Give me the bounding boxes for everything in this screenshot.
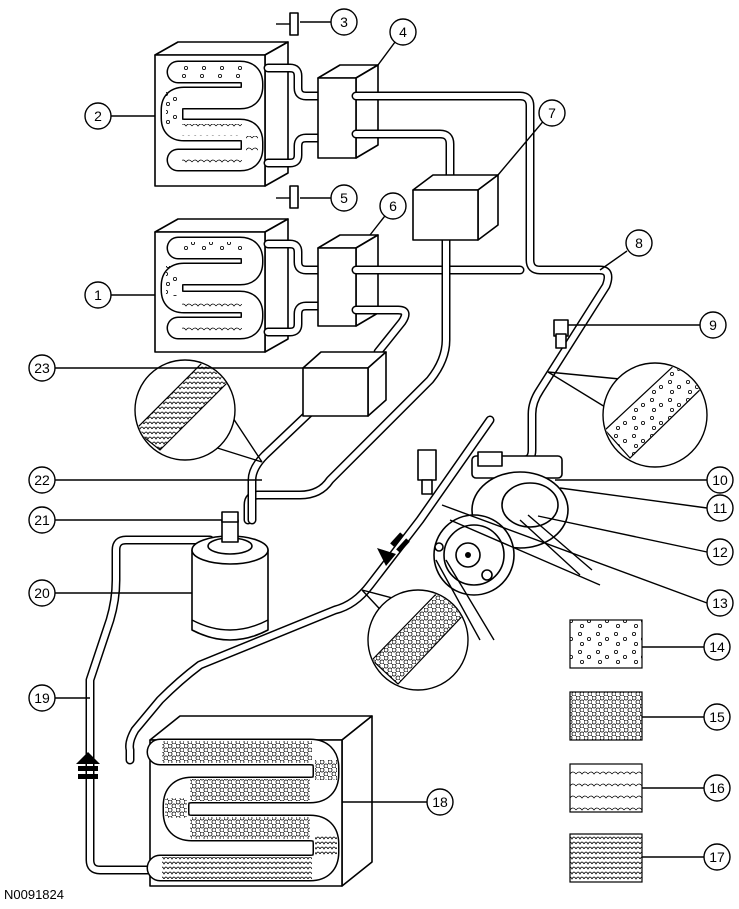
callout-5: 5 [330, 184, 358, 212]
evaporator-lower [154, 218, 289, 353]
legend-17 [569, 833, 643, 883]
flow-arrow-liquid [76, 752, 100, 779]
callout-12: 12 [706, 538, 734, 566]
block-23 [302, 351, 387, 417]
sensor-3 [276, 12, 299, 36]
callout-13: 13 [706, 589, 734, 617]
callout-2: 2 [84, 102, 112, 130]
legend-16 [569, 763, 643, 813]
svg-text:16: 16 [709, 780, 725, 796]
svg-text:17: 17 [709, 849, 725, 865]
magnifier-22 [134, 359, 263, 463]
svg-text:22: 22 [34, 472, 50, 488]
callout-7: 7 [538, 99, 566, 127]
svg-text:10: 10 [712, 472, 728, 488]
accumulator-20 [191, 511, 269, 641]
svg-text:15: 15 [709, 709, 725, 725]
block-4 [317, 64, 379, 159]
callout-17: 17 [703, 843, 731, 871]
svg-text:4: 4 [399, 24, 407, 40]
svg-text:23: 23 [34, 360, 50, 376]
callout-22: 22 [28, 466, 56, 494]
svg-text:20: 20 [34, 585, 50, 601]
magnifier-9 [547, 362, 708, 468]
svg-text:12: 12 [712, 544, 728, 560]
callout-23: 23 [28, 354, 56, 382]
callout-21: 21 [28, 506, 56, 534]
callout-3: 3 [330, 8, 358, 36]
leader-lines [55, 21, 708, 858]
svg-text:9: 9 [709, 317, 717, 333]
svg-text:11: 11 [713, 500, 728, 516]
legend-14 [569, 619, 643, 669]
svg-text:6: 6 [389, 198, 397, 214]
callout-16: 16 [703, 774, 731, 802]
callout-15: 15 [703, 703, 731, 731]
svg-text:18: 18 [432, 794, 448, 810]
callout-19: 19 [28, 684, 56, 712]
callout-9: 9 [699, 311, 727, 339]
svg-text:5: 5 [340, 190, 348, 206]
callout-6: 6 [379, 192, 407, 220]
callout-14: 14 [703, 633, 731, 661]
svg-text:1: 1 [94, 287, 102, 303]
svg-text:14: 14 [709, 639, 725, 655]
condenser-18 [146, 715, 373, 887]
figure-id: N0091824 [4, 887, 64, 902]
callout-11: 11 [706, 494, 734, 522]
svg-text:21: 21 [34, 512, 50, 528]
magnifier-condenser-line [361, 589, 469, 691]
block-6 [317, 234, 379, 327]
callout-20: 20 [28, 579, 56, 607]
svg-text:8: 8 [635, 235, 643, 251]
svg-text:13: 13 [712, 595, 728, 611]
callout-18: 18 [426, 788, 454, 816]
legend-15 [569, 691, 643, 741]
callout-1: 1 [84, 281, 112, 309]
svg-text:7: 7 [548, 105, 556, 121]
service-port-9 [553, 319, 569, 349]
sensor-5 [276, 185, 299, 209]
flow-arrow-discharge [377, 532, 410, 566]
evaporator-upper [154, 41, 289, 187]
svg-text:3: 3 [340, 14, 348, 30]
callout-4: 4 [389, 18, 417, 46]
svg-text:2: 2 [94, 108, 102, 124]
receiver-7 [412, 174, 499, 241]
callout-8: 8 [625, 229, 653, 257]
callout-markers: 1 2 3 4 5 6 7 8 9 10 11 12 13 14 15 16 1… [28, 8, 734, 871]
callout-10: 10 [706, 466, 734, 494]
compressor [417, 449, 601, 641]
svg-text:19: 19 [34, 690, 50, 706]
